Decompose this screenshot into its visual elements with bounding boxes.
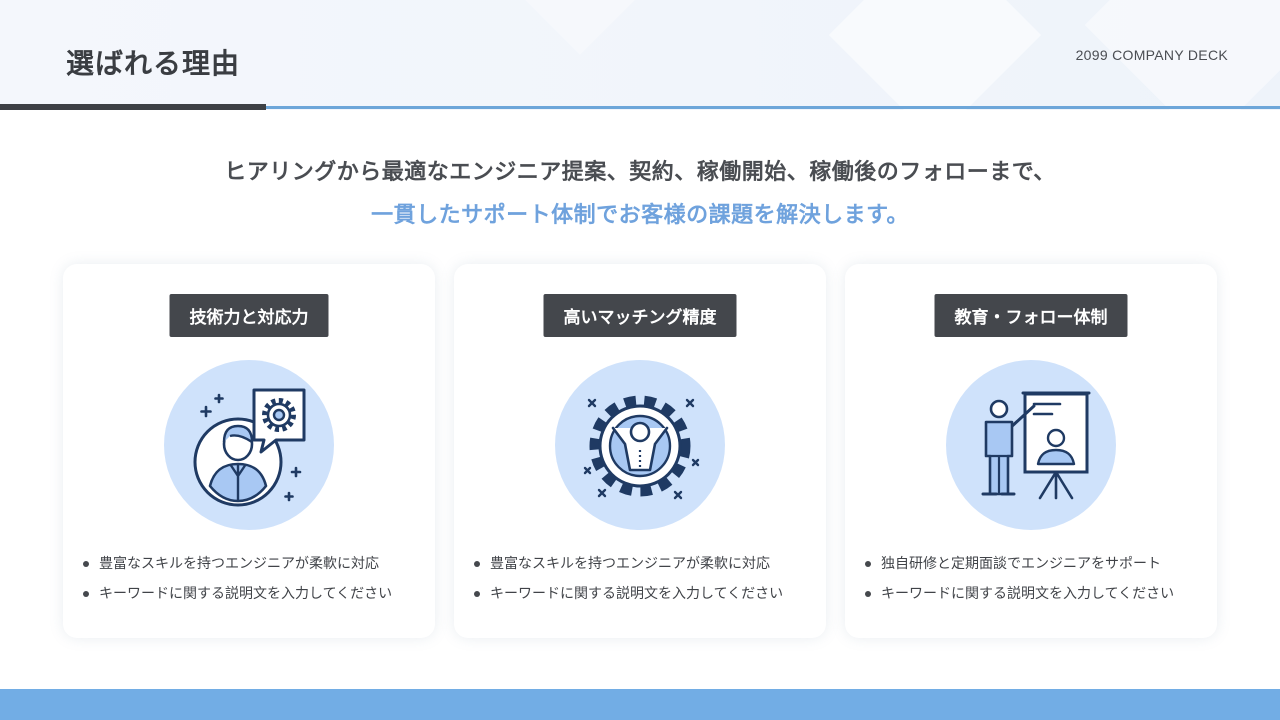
card-title: 技術力と対応力	[169, 294, 329, 337]
person-in-gear-icon	[555, 360, 725, 530]
lead-text: ヒアリングから最適なエンジニア提案、契約、稼働開始、稼働後のフォローまで、	[224, 160, 1056, 185]
engineer-gear-speech-icon	[164, 360, 334, 530]
card-title: 教育・フォロー体制	[934, 294, 1128, 337]
footer-bar	[0, 689, 1280, 720]
list-item: キーワードに関する説明文を入力してください	[474, 584, 783, 614]
presentation-board-icon	[946, 360, 1116, 530]
list-item: 豊富なスキルを持つエンジニアが柔軟に対応	[83, 554, 392, 584]
list-item: 独自研修と定期面談でエンジニアをサポート	[865, 554, 1174, 584]
card-title: 高いマッチング精度	[543, 294, 737, 337]
list-item: 豊富なスキルを持つエンジニアが柔軟に対応	[474, 554, 783, 584]
header-rule-dark	[0, 104, 266, 110]
card-bullet-list: 豊富なスキルを持つエンジニアが柔軟に対応 キーワードに関する説明文を入力してくだ…	[83, 554, 392, 614]
header-decoration	[828, 0, 1042, 110]
reason-card-matching: 高いマッチング精度 豊富なスキルを持つエンジニアが柔軟に対応 キーワードに関する…	[454, 264, 826, 638]
header-rule-blue	[266, 106, 1280, 109]
lead-accent-text: 一貫したサポート体制でお客様の課題を解決します。	[371, 203, 909, 228]
list-item: キーワードに関する説明文を入力してください	[865, 584, 1174, 614]
header-decoration	[495, 0, 665, 55]
company-label: 2099 COMPANY DECK	[1075, 47, 1228, 63]
reason-card-skill: 技術力と対応力 豊富なスキルを持つエンジニアが柔軟に対応 キーワードに関する説明	[63, 264, 435, 638]
page-title: 選ばれる理由	[66, 47, 241, 80]
list-item: キーワードに関する説明文を入力してください	[83, 584, 392, 614]
reason-card-training: 教育・フォロー体制 独自研修と定期面談でエンジニアをサポート キーワードに関する…	[845, 264, 1217, 638]
slide-header: 選ばれる理由 2099 COMPANY DECK	[0, 0, 1280, 110]
card-bullet-list: 独自研修と定期面談でエンジニアをサポート キーワードに関する説明文を入力してくだ…	[865, 554, 1174, 614]
card-bullet-list: 豊富なスキルを持つエンジニアが柔軟に対応 キーワードに関する説明文を入力してくだ…	[474, 554, 783, 614]
